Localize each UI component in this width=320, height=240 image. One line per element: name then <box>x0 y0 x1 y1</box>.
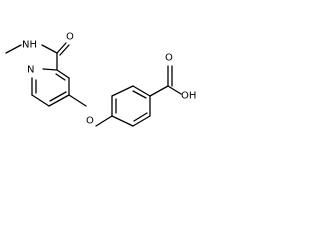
atom-label-pyridine-n: N <box>27 65 34 76</box>
atom-label-nh: NH <box>22 40 37 51</box>
bond-c4-ether-o <box>68 94 87 107</box>
bond-c3-c2-double <box>55 73 66 81</box>
atom-label-acid-o: O <box>165 53 173 64</box>
bond-b1-b2 <box>111 115 134 127</box>
bond-b5-b6 <box>111 85 134 97</box>
bond-b2-b3-double <box>133 112 148 122</box>
bond-ether-o-aryl <box>95 115 113 127</box>
bond-carboxyl-oh <box>167 85 182 95</box>
bond-b4-carboxyl <box>149 85 169 97</box>
atom-label-amide-o: O <box>66 32 74 43</box>
atom-label-ether-o: O <box>86 116 94 127</box>
chemical-structure: NH O N O O OH <box>5 32 196 127</box>
bond-c5-c4 <box>48 94 70 107</box>
bond-c3-c2 <box>56 69 70 79</box>
bond-methyl-n <box>5 44 22 54</box>
bond-n-carbonyl <box>41 44 58 54</box>
bond-b4-b5 <box>132 85 151 97</box>
bond-b2-b3 <box>132 115 151 127</box>
bond-c5-c4-double <box>49 91 67 102</box>
atom-label-acid-oh: OH <box>181 91 196 102</box>
bond-carbonyl-o <box>56 42 67 54</box>
bond-carbonyl-o-double <box>59 44 70 56</box>
bond-b4-b5-double <box>132 90 147 99</box>
bond-c6-c5 <box>31 94 50 107</box>
bond-c2-n1 <box>42 68 58 71</box>
